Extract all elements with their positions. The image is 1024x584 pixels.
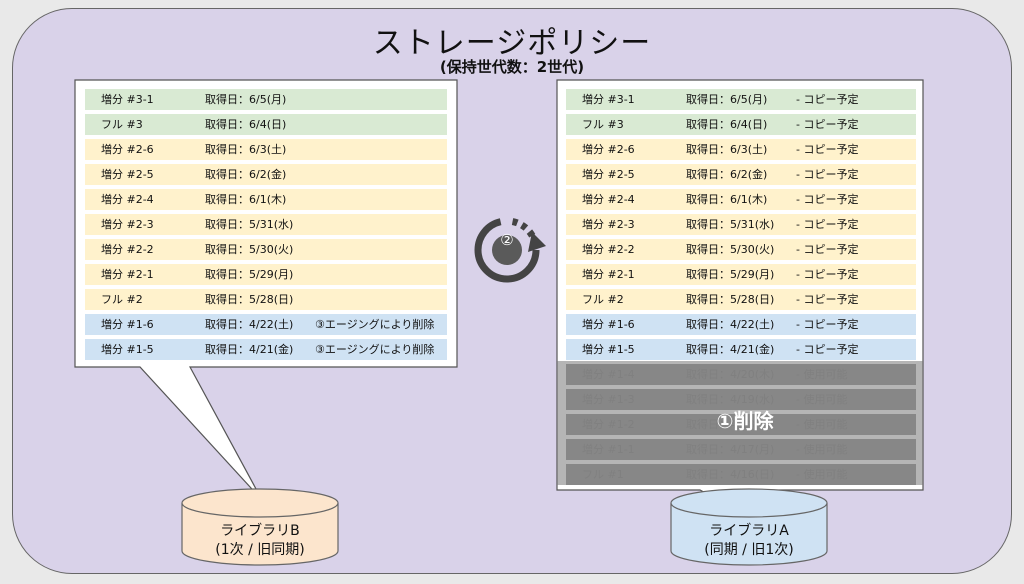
generation-row: フル #2 取得日：5/28(日) [85,289,447,310]
generation-note: - コピー予定 [796,318,859,331]
generation-row: 増分 #1-6 取得日：4/22(土) ③エージングにより削除 [85,314,447,335]
generation-gen: 増分 #1-5 [582,343,635,356]
generation-note: - コピー予定 [796,293,859,306]
generation-note: - コピー予定 [796,93,859,106]
generation-gen: 増分 #2-6 [101,143,154,156]
generation-gen: 増分 #3-1 [582,93,635,106]
generation-gen: 増分 #2-2 [101,243,154,256]
generation-date: 取得日：5/31(水) [205,218,294,231]
generation-gen: フル #3 [101,118,143,131]
generation-date: 取得日：6/3(土) [205,143,287,156]
generation-gen: 増分 #1-6 [101,318,154,331]
generation-gen: 増分 #2-6 [582,143,635,156]
generation-gen: 増分 #2-4 [101,193,154,206]
generation-gen: 増分 #2-1 [582,268,635,281]
library-b-name: ライブラリB [220,523,300,539]
generation-gen: 増分 #3-1 [101,93,154,106]
generation-row: 増分 #3-1 取得日：6/5(月) [85,89,447,110]
generation-row: 増分 #2-5 取得日：6/2(金) [85,164,447,185]
generation-row: フル #3 取得日：6/4(日) [85,114,447,135]
generation-note: - コピー予定 [796,243,859,256]
generation-note: - コピー予定 [796,218,859,231]
generation-date: 取得日：5/28(日) [205,293,294,306]
library-a-name: ライブラリA [709,523,789,539]
generation-date: 取得日：6/5(月) [686,93,768,106]
generation-note: - コピー予定 [796,118,859,131]
generation-gen: フル #2 [101,293,143,306]
generation-gen: 増分 #2-2 [582,243,635,256]
generation-row: 増分 #1-5 取得日：4/21(金) ③エージングにより削除 [85,339,447,360]
generation-row: 増分 #2-4 取得日：6/1(木) [85,189,447,210]
generation-row: 増分 #2-3 取得日：5/31(水) - コピー予定 [566,214,916,235]
generation-note: - コピー予定 [796,343,859,356]
generation-date: 取得日：6/2(金) [205,168,287,181]
generation-date: 取得日：5/29(月) [205,268,294,281]
database-a-icon [670,488,828,566]
generation-date: 取得日：5/30(火) [205,243,294,256]
generation-row: 増分 #2-3 取得日：5/31(水) [85,214,447,235]
generation-gen: 増分 #2-4 [582,193,635,206]
library-b-role: (1次 / 旧同期) [215,542,305,558]
diagram-subtitle: (保持世代数：2世代) [439,58,585,76]
generation-note: - コピー予定 [796,143,859,156]
generation-gen: 増分 #1-5 [101,343,154,356]
generation-gen: 増分 #2-5 [582,168,635,181]
generation-gen: 増分 #1-6 [582,318,635,331]
generation-row: 増分 #1-5 取得日：4/21(金) - コピー予定 [566,339,916,360]
generation-gen: フル #2 [582,293,624,306]
generation-gen: フル #3 [582,118,624,131]
delete-label: ①削除 [716,409,774,433]
database-b-icon [181,488,339,566]
generation-date: 取得日：6/1(木) [205,193,287,206]
generation-date: 取得日：5/31(水) [686,218,775,231]
generation-note: ③エージングにより削除 [315,318,435,331]
generation-date: 取得日：6/4(日) [686,118,768,131]
delete-overlay [557,361,923,485]
generation-row: フル #3 取得日：6/4(日) - コピー予定 [566,114,916,135]
library-b-label: ライブラリB (1次 / 旧同期) [182,522,338,560]
diagram-title: ストレージポリシー [372,26,652,61]
generation-date: 取得日：6/2(金) [686,168,768,181]
generation-date: 取得日：5/29(月) [686,268,775,281]
generation-row: 増分 #2-6 取得日：6/3(土) [85,139,447,160]
generation-row: 増分 #2-2 取得日：5/30(火) [85,239,447,260]
generation-row: 増分 #2-4 取得日：6/1(木) - コピー予定 [566,189,916,210]
generation-date: 取得日：6/3(土) [686,143,768,156]
generation-row: フル #2 取得日：5/28(日) - コピー予定 [566,289,916,310]
library-a-role: (同期 / 旧1次) [704,542,794,558]
generation-note: ③エージングにより削除 [315,343,435,356]
generation-date: 取得日：4/21(金) [686,343,775,356]
generation-note: - コピー予定 [796,168,859,181]
generation-gen: 増分 #2-1 [101,268,154,281]
generation-row: 増分 #2-5 取得日：6/2(金) - コピー予定 [566,164,916,185]
generation-row: 増分 #2-1 取得日：5/29(月) - コピー予定 [566,264,916,285]
generation-date: 取得日：6/4(日) [205,118,287,131]
generation-gen: 増分 #2-5 [101,168,154,181]
generation-gen: 増分 #2-3 [582,218,635,231]
library-b-generation-list: 増分 #3-1 取得日：6/5(月) フル #3 取得日：6/4(日) 増分 #2-6 取… [85,89,447,364]
generation-row: 増分 #2-1 取得日：5/29(月) [85,264,447,285]
generation-gen: 増分 #2-3 [101,218,154,231]
generation-date: 取得日：5/28(日) [686,293,775,306]
generation-date: 取得日：5/30(火) [686,243,775,256]
generation-note: - コピー予定 [796,268,859,281]
generation-row: 増分 #2-6 取得日：6/3(土) - コピー予定 [566,139,916,160]
generation-date: 取得日：4/21(金) [205,343,294,356]
cycle-arrow-icon [474,217,546,283]
generation-row: 増分 #3-1 取得日：6/5(月) - コピー予定 [566,89,916,110]
generation-date: 取得日：6/1(木) [686,193,768,206]
library-a-label: ライブラリA (同期 / 旧1次) [671,522,827,560]
generation-row: 増分 #1-6 取得日：4/22(土) - コピー予定 [566,314,916,335]
generation-note: - コピー予定 [796,193,859,206]
library-b-panel: 増分 #3-1 取得日：6/5(月) フル #3 取得日：6/4(日) 増分 #2-6 取… [76,81,456,366]
generation-date: 取得日：6/5(月) [205,93,287,106]
generation-date: 取得日：4/22(土) [686,318,775,331]
generation-date: 取得日：4/22(土) [205,318,294,331]
generation-row: 増分 #2-2 取得日：5/30(火) - コピー予定 [566,239,916,260]
cycle-step-label: ② [500,231,514,249]
